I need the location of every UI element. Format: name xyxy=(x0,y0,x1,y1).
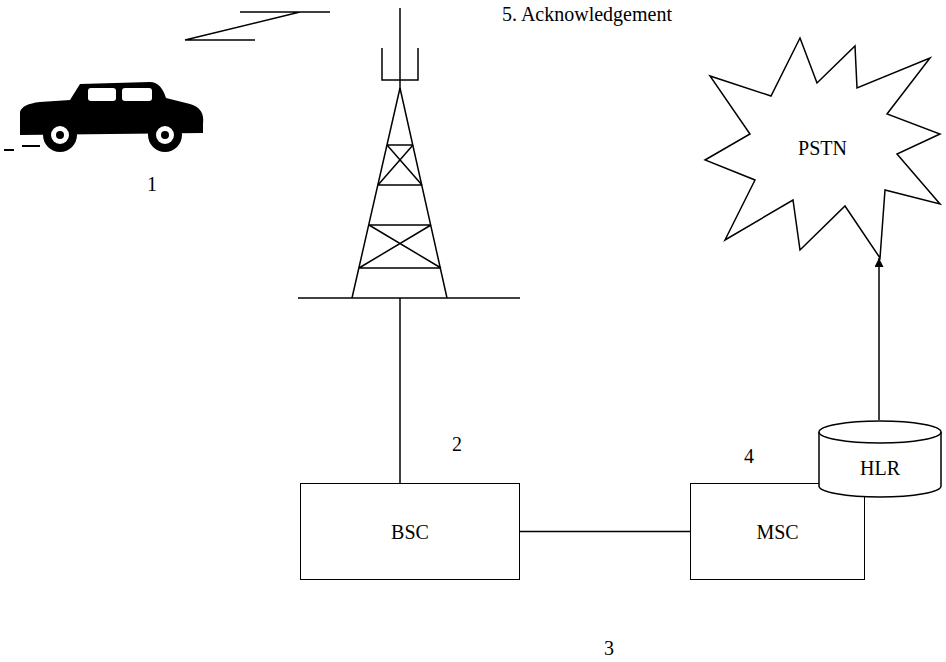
signal-arrow xyxy=(878,258,880,420)
callout-number: 2 xyxy=(452,432,462,456)
node-label: PSTN xyxy=(798,136,847,160)
node-label: BSC xyxy=(391,520,429,544)
callout-number: 4 xyxy=(744,444,754,468)
node-label: HLR xyxy=(860,456,900,480)
database-cylinder: HLR xyxy=(818,420,942,498)
link-line xyxy=(520,531,690,533)
callout-number: 3 xyxy=(604,636,614,660)
node-label: MSC xyxy=(756,520,798,544)
switching-center-box: MSC xyxy=(690,483,865,580)
message-label: 5. Acknowledgement xyxy=(502,2,672,26)
car-illustration xyxy=(4,82,203,152)
network-cloud: PSTN xyxy=(705,38,940,258)
controller-box: BSC xyxy=(300,483,520,580)
antenna-tower xyxy=(298,8,520,298)
callout-number: 1 xyxy=(147,172,157,196)
radio-link-symbol xyxy=(185,12,330,40)
tower-feeder-line xyxy=(399,298,401,483)
